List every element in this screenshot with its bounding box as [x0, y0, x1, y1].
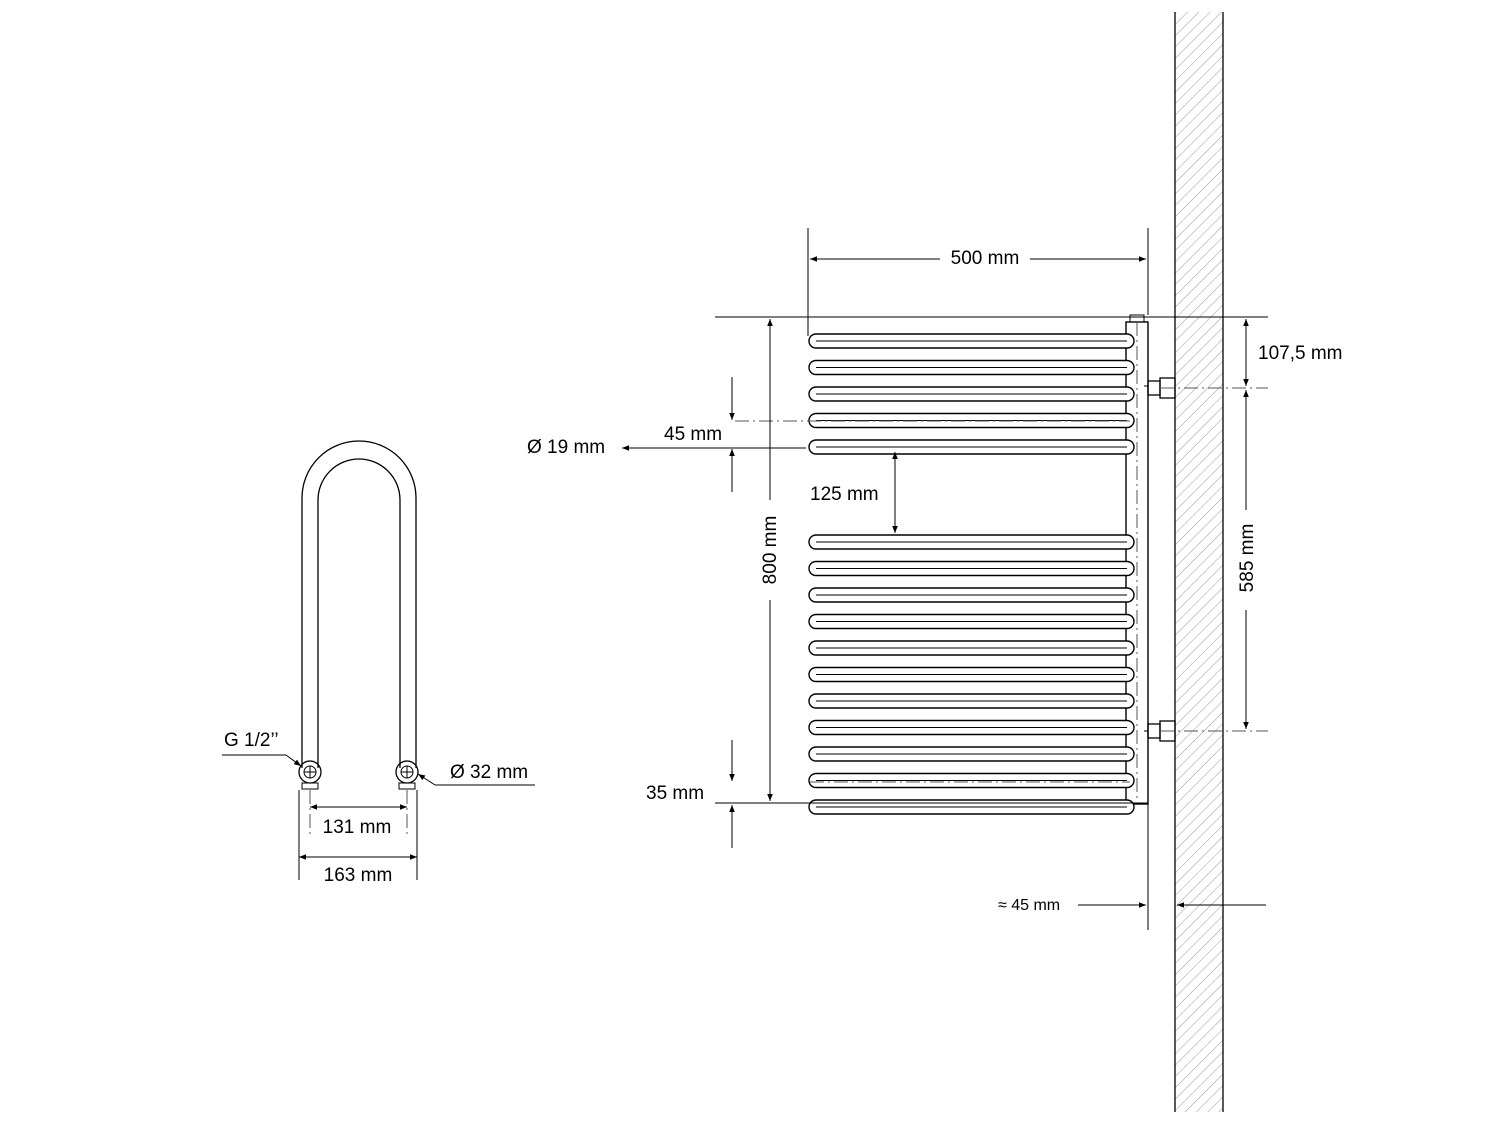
inner-spacing-label: 131 mm — [323, 817, 392, 838]
height-label: 800 mm — [760, 516, 781, 585]
lower-bar — [808, 719, 1135, 736]
lower-bar-group — [808, 534, 1135, 815]
upper-bar-group — [808, 333, 1135, 455]
side-view: G 1/2’’ Ø 32 mm 131 mm 163 mm — [222, 440, 535, 886]
outer-spacing-dimension: 163 mm — [299, 854, 417, 886]
outer-extension-lines — [298, 790, 418, 880]
thread-callout: G 1/2’’ — [222, 730, 302, 767]
gap-dimension: 125 mm — [810, 452, 898, 533]
bar-diameter-label: Ø 19 mm — [527, 437, 605, 458]
lower-bar — [808, 772, 1135, 789]
outer-spacing-label: 163 mm — [324, 865, 393, 886]
lower-bar — [808, 560, 1135, 577]
lower-bar — [808, 666, 1135, 683]
upper-bar — [808, 386, 1135, 402]
wall-distance-label: ≈ 45 mm — [998, 897, 1060, 914]
reference-lines — [715, 228, 1268, 930]
top-offset-dimension: 107,5 mm — [1243, 319, 1342, 386]
right-connection-fitting — [395, 760, 419, 790]
gap-label: 125 mm — [810, 484, 879, 505]
bar-spacing-label: 45 mm — [664, 424, 722, 445]
wall-distance-dimension: ≈ 45 mm — [998, 897, 1266, 914]
side-centerlines — [309, 790, 408, 838]
bottom-offset-label: 35 mm — [646, 783, 704, 804]
lower-bar — [808, 640, 1135, 656]
lower-bar — [808, 534, 1135, 550]
front-view: 500 mm 800 mm 45 mm Ø 19 mm 125 mm — [527, 12, 1342, 1112]
upper-bar — [808, 359, 1135, 376]
pipe-diameter-callout: Ø 32 mm — [417, 762, 535, 786]
connection-spacing-dimension: 585 mm — [1234, 390, 1258, 729]
wall-section — [1174, 12, 1224, 1112]
inner-spacing-dimension: 131 mm — [310, 804, 407, 838]
u-tube-profile — [301, 440, 417, 768]
height-dimension: 800 mm — [758, 319, 782, 801]
width-dimension: 500 mm — [810, 248, 1146, 269]
left-connection-fitting — [298, 760, 322, 790]
lower-bar — [808, 693, 1135, 709]
width-label: 500 mm — [951, 248, 1020, 269]
lower-bar — [808, 613, 1135, 630]
bar-diameter-callout: Ø 19 mm — [527, 437, 806, 458]
thread-label: G 1/2’’ — [224, 730, 279, 751]
connection-spacing-label: 585 mm — [1237, 524, 1258, 593]
lower-bar — [808, 587, 1135, 603]
lower-bar — [808, 799, 1135, 815]
upper-bar — [808, 333, 1135, 349]
pipe-diameter-label: Ø 32 mm — [450, 762, 528, 783]
upper-bar — [808, 439, 1135, 455]
bottom-offset-dimension: 35 mm — [646, 740, 735, 848]
bar-spacing-dimension: 45 mm — [664, 377, 735, 492]
top-offset-label: 107,5 mm — [1258, 343, 1342, 364]
lower-bar — [808, 746, 1135, 762]
